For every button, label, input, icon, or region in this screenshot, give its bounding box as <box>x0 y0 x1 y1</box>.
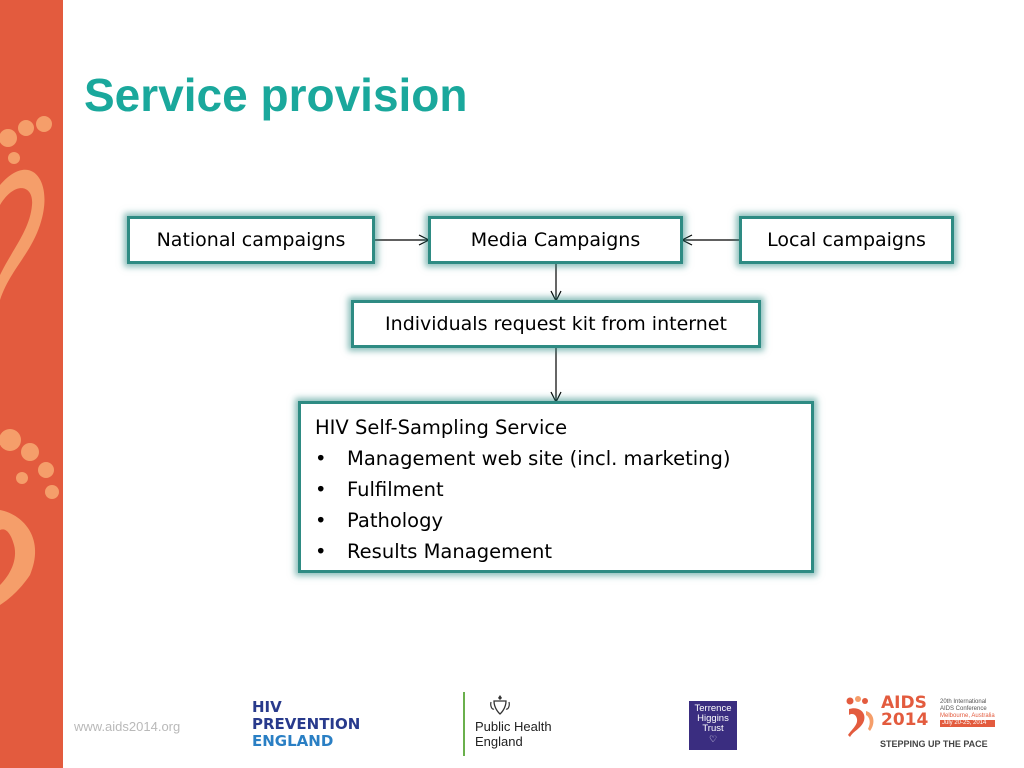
node-label: National campaigns <box>156 229 346 251</box>
logo-line: PREVENTION <box>252 715 361 733</box>
decorative-sidebar <box>0 0 63 768</box>
terrence-higgins-trust-logo: Terrence Higgins Trust ♡ <box>689 701 737 750</box>
public-health-england-logo: Public Health England <box>463 692 559 756</box>
service-list-item: Results Management <box>315 536 797 567</box>
aids-year: 2014 <box>881 710 929 730</box>
aids-conference-details: 20th International AIDS Conference Melbo… <box>940 699 995 727</box>
node-individuals-request-kit: Individuals request kit from internet <box>351 300 761 348</box>
aids-wordmark: AIDS 2014 <box>881 695 928 729</box>
service-list-item: Pathology <box>315 505 797 536</box>
aids-name: AIDS <box>881 693 927 713</box>
logo-line: Terrence <box>694 703 732 714</box>
conf-line: Melbourne, Australia <box>940 713 995 719</box>
heart-icon: ♡ <box>708 734 718 744</box>
logo-line: England <box>475 734 523 749</box>
hiv-prevention-england-logo: HIV PREVENTION ENGLAND <box>252 699 360 750</box>
node-media-campaigns: Media Campaigns <box>428 216 683 264</box>
logo-line: Public Health <box>475 719 552 734</box>
royal-crest-icon <box>490 695 510 715</box>
logo-line: Higgins <box>697 713 729 724</box>
logo-line: Trust <box>702 723 724 734</box>
conf-line: 20th International <box>940 699 987 705</box>
aids-tagline: STEPPING UP THE PACE <box>880 739 988 749</box>
service-title: HIV Self-Sampling Service <box>315 416 568 439</box>
slide-title: Service provision <box>84 69 468 121</box>
conf-line: AIDS Conference <box>940 706 987 712</box>
logo-line: HIV <box>252 698 282 716</box>
node-label: Media Campaigns <box>470 229 641 251</box>
footprint-decoration-icon <box>0 116 59 605</box>
logo-line: ENGLAND <box>252 732 334 750</box>
conf-line: July 20-25, 2014 <box>940 720 995 727</box>
node-national-campaigns: National campaigns <box>127 216 375 264</box>
service-list-item: Fulfilment <box>315 474 797 505</box>
node-hiv-self-sampling-service: HIV Self-Sampling Service Management web… <box>298 401 814 573</box>
node-local-campaigns: Local campaigns <box>739 216 954 264</box>
service-list-item: Management web site (incl. marketing) <box>315 443 797 474</box>
footer-url: www.aids2014.org <box>74 719 181 734</box>
node-label: Local campaigns <box>767 229 926 251</box>
service-list: Management web site (incl. marketing) Fu… <box>315 443 797 567</box>
node-label: Individuals request kit from internet <box>385 313 727 335</box>
footprint-icon <box>846 696 874 737</box>
aids-2014-logo: AIDS 2014 20th International AIDS Confer… <box>844 693 1004 753</box>
